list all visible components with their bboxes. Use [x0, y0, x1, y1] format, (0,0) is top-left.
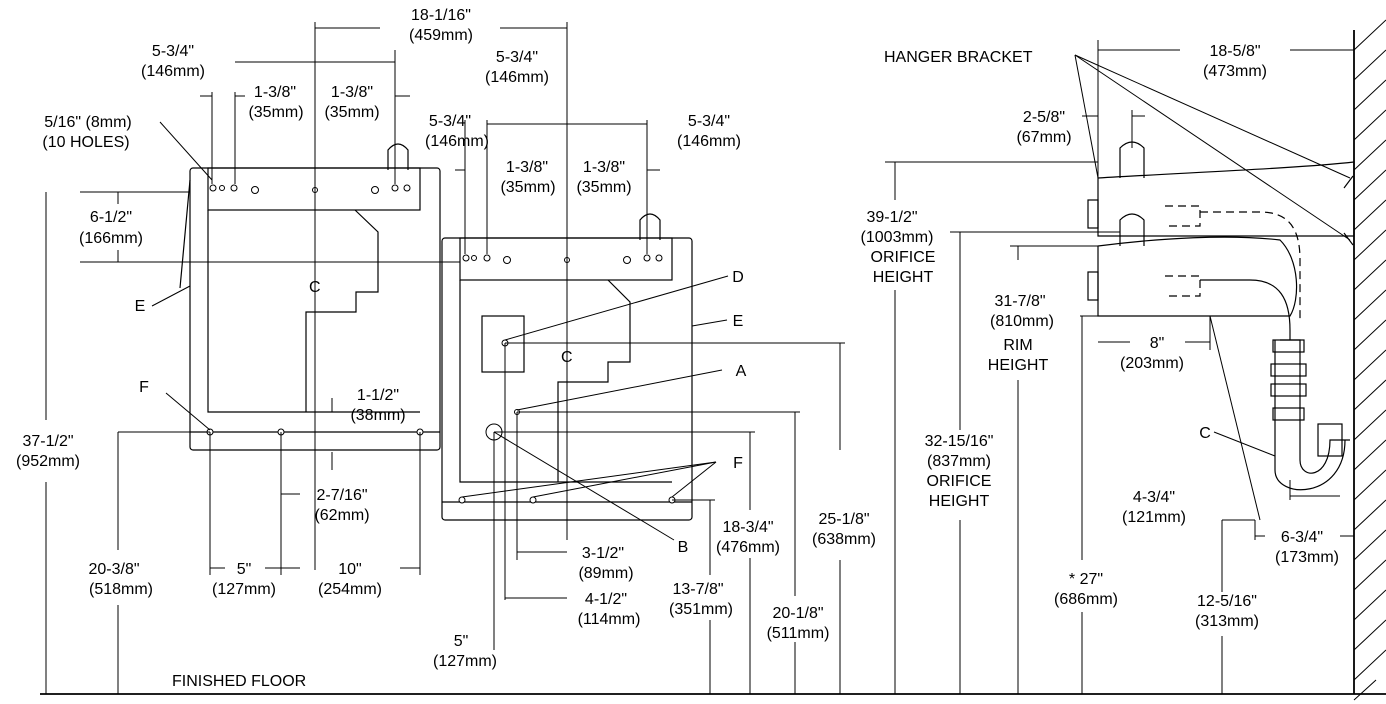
dim-146mm-a: (146mm)	[141, 63, 205, 80]
dim-35mm-c: (35mm)	[500, 179, 555, 196]
dim-127mm-b: (127mm)	[433, 653, 497, 670]
dim-2-5-8: 2-5/8"	[1023, 109, 1065, 126]
dim-25-1-8: 25-1/8"	[818, 511, 869, 528]
dim-4-3-4: 4-3/4"	[1133, 489, 1175, 506]
side-view-units	[1087, 141, 1355, 491]
dim-62mm: (62mm)	[314, 507, 369, 524]
dim-511mm: (511mm)	[767, 625, 830, 642]
centerline-1: C	[309, 279, 321, 296]
dim-638mm: (638mm)	[812, 531, 876, 548]
label-e-right: E	[733, 313, 744, 330]
dim-173mm: (173mm)	[1275, 549, 1339, 566]
dim-146mm-d: (146mm)	[677, 133, 741, 150]
dim-39-1-2: 39-1/2"	[866, 209, 917, 226]
dim-6-3-4: 6-3/4"	[1281, 529, 1323, 546]
dim-476mm: (476mm)	[716, 539, 780, 556]
dimension-lines	[45, 22, 1354, 694]
dim-20-1-8: 20-1/8"	[772, 605, 823, 622]
holes-10: (10 HOLES)	[42, 134, 129, 151]
dim-2-7-16: 2-7/16"	[316, 487, 367, 504]
dim-146mm-c: (146mm)	[425, 133, 489, 150]
dim-5-b: 5"	[454, 633, 469, 650]
dimension-labels: 18-1/16" (459mm) 5-3/4" (146mm) 5-3/4" (…	[16, 7, 1339, 690]
finished-floor: FINISHED FLOOR	[172, 673, 306, 690]
dim-1-1-2: 1-1/2"	[357, 387, 399, 404]
dim-166mm: (166mm)	[79, 230, 143, 247]
height-1: HEIGHT	[873, 269, 934, 286]
hanger-bracket: HANGER BRACKET	[884, 49, 1033, 66]
dim-1-3-8-b: 1-3/8"	[331, 84, 373, 101]
dim-38mm: (38mm)	[350, 407, 405, 424]
rim: RIM	[1003, 337, 1032, 354]
dim-35mm-a: (35mm)	[248, 104, 303, 121]
dim-146mm-b: (146mm)	[485, 69, 549, 86]
dim-351mm: (351mm)	[669, 601, 733, 618]
dim-5-3-4-b: 5-3/4"	[496, 49, 538, 66]
dim-67mm: (67mm)	[1016, 129, 1071, 146]
dim-1-3-8-a: 1-3/8"	[254, 84, 296, 101]
dim-12-5-16: 12-5/16"	[1197, 593, 1257, 610]
dim-6-1-2: 6-1/2"	[90, 209, 132, 226]
label-f-left: F	[139, 379, 149, 396]
dim-8: 8"	[1150, 335, 1165, 352]
dim-1003mm: (1003mm)	[861, 229, 934, 246]
dim-1-3-8-c: 1-3/8"	[506, 159, 548, 176]
dim-27: * 27"	[1069, 571, 1103, 588]
dim-35mm-d: (35mm)	[576, 179, 631, 196]
dim-837mm: (837mm)	[927, 453, 991, 470]
dim-5-16: 5/16" (8mm)	[44, 114, 131, 131]
dim-5-3-4-a: 5-3/4"	[152, 43, 194, 60]
dim-4-1-2: 4-1/2"	[585, 591, 627, 608]
dim-18-5-8: 18-5/8"	[1209, 43, 1260, 60]
centerline-2: C	[561, 349, 573, 366]
upper-unit-front	[179, 143, 441, 451]
dim-810mm: (810mm)	[990, 313, 1054, 330]
height-2: HEIGHT	[988, 357, 1049, 374]
dim-5-3-4-d: 5-3/4"	[688, 113, 730, 130]
label-c: C	[1199, 425, 1211, 442]
dim-203mm: (203mm)	[1120, 355, 1184, 372]
dim-10: 10"	[338, 561, 361, 578]
height-3: HEIGHT	[929, 493, 990, 510]
dim-5-a: 5"	[237, 561, 252, 578]
floor-and-wall	[40, 19, 1386, 701]
orifice-2: ORIFICE	[927, 473, 992, 490]
orifice-1: ORIFICE	[871, 249, 936, 266]
dim-3-1-2: 3-1/2"	[582, 545, 624, 562]
label-e-left: E	[135, 298, 146, 315]
dim-459mm: (459mm)	[409, 27, 473, 44]
dim-1-3-8-d: 1-3/8"	[583, 159, 625, 176]
dim-13-7-8: 13-7/8"	[672, 581, 723, 598]
dim-31-7-8: 31-7/8"	[994, 293, 1045, 310]
dim-313mm: (313mm)	[1195, 613, 1259, 630]
label-d: D	[732, 269, 744, 286]
dim-686mm: (686mm)	[1054, 591, 1118, 608]
dim-518mm: (518mm)	[89, 581, 153, 598]
dim-114mm: (114mm)	[578, 611, 641, 628]
label-a: A	[736, 363, 747, 380]
dim-37-1-2: 37-1/2"	[22, 433, 73, 450]
dim-952mm: (952mm)	[16, 453, 80, 470]
dim-254mm: (254mm)	[318, 581, 382, 598]
dim-473mm: (473mm)	[1203, 63, 1267, 80]
dim-32-15-16: 32-15/16"	[925, 433, 994, 450]
dim-89mm: (89mm)	[578, 565, 633, 582]
dim-20-3-8: 20-3/8"	[88, 561, 139, 578]
label-b: B	[678, 539, 689, 556]
dim-18-3-4: 18-3/4"	[722, 519, 773, 536]
dim-18-1-16: 18-1/16"	[411, 7, 471, 24]
label-f-right: F	[733, 455, 743, 472]
dim-121mm: (121mm)	[1122, 509, 1186, 526]
dim-127mm-a: (127mm)	[212, 581, 276, 598]
dim-5-3-4-c: 5-3/4"	[429, 113, 471, 130]
dim-35mm-b: (35mm)	[324, 104, 379, 121]
wall-hatching	[1353, 19, 1386, 701]
